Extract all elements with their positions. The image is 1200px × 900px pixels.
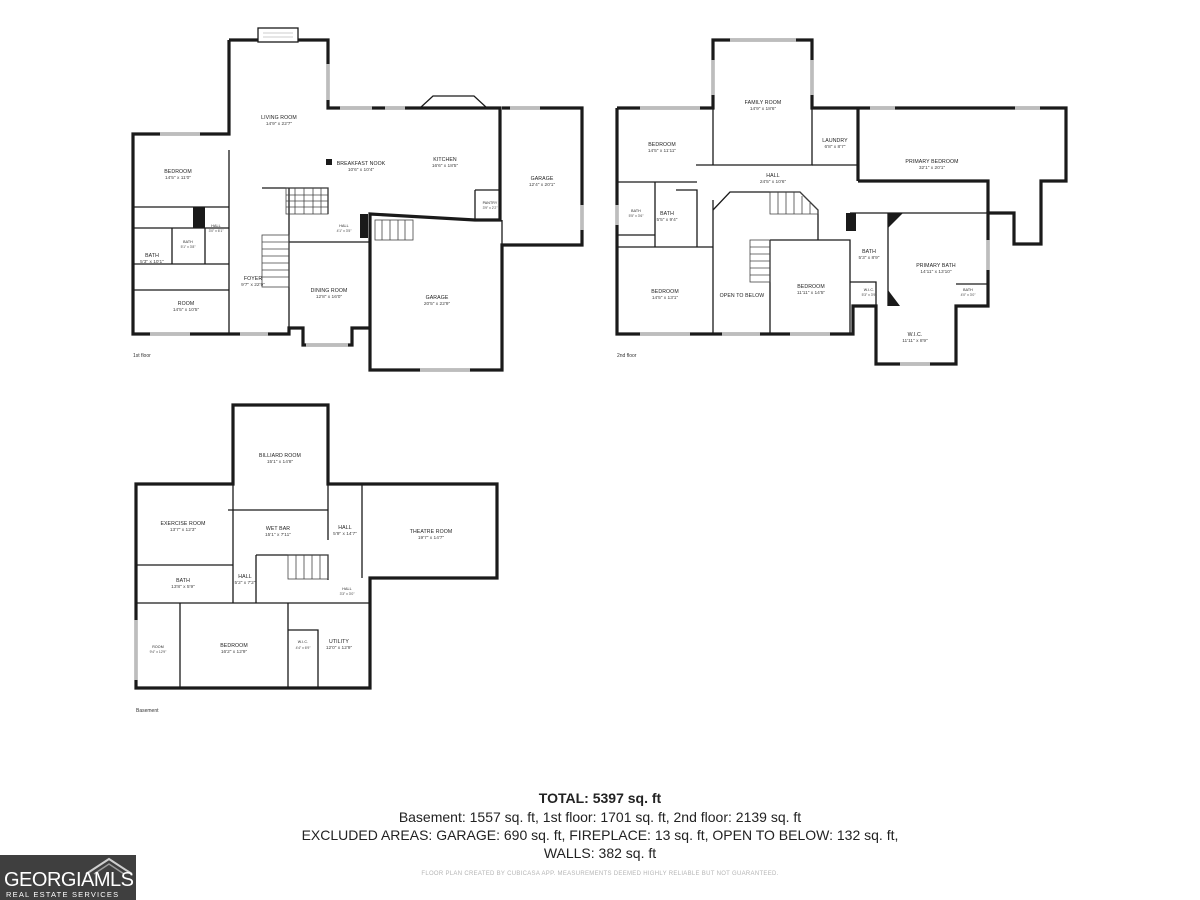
second-bath-b-name: BATH bbox=[660, 211, 674, 217]
excluded-areas: EXCLUDED AREAS: GARAGE: 690 sq. ft, FIRE… bbox=[301, 827, 899, 843]
primary-bedroom-dim: 32'1" x 20'1" bbox=[919, 165, 946, 171]
wet-bar-name: WET BAR bbox=[266, 526, 290, 532]
basement-bedroom-name: BEDROOM bbox=[220, 643, 248, 649]
georgia-mls-logo: GEORGIAMLS REAL ESTATE SERVICES bbox=[0, 855, 136, 900]
basement-label: Basement bbox=[136, 708, 159, 714]
laundry-name: LAUNDRY bbox=[822, 138, 848, 144]
first-bath-name: BATH bbox=[183, 240, 193, 244]
family-room-dim: 14'9" x 18'6" bbox=[750, 106, 777, 112]
wet-bar-dim: 15'1" x 7'11" bbox=[265, 532, 291, 538]
exercise-room-name: EXERCISE ROOM bbox=[160, 521, 205, 527]
basement-wic-dim: 4'4" x 6'9" bbox=[296, 646, 312, 650]
primary-bath-dim: 14'11" x 13'10" bbox=[920, 269, 952, 275]
logo-name: GEORGIAMLS bbox=[4, 869, 134, 891]
first-room-name: ROOM bbox=[178, 301, 195, 307]
floor-areas: Basement: 1557 sq. ft, 1st floor: 1701 s… bbox=[398, 809, 802, 825]
garage-small-dim: 12'4" x 20'1" bbox=[529, 182, 556, 188]
family-room-name: FAMILY ROOM bbox=[745, 100, 782, 106]
theatre-room-name: THEATRE ROOM bbox=[410, 529, 453, 535]
second-wic-small-name: W.I.C. bbox=[864, 288, 874, 292]
first-bedroom-dim: 14'5" x 11'0" bbox=[165, 175, 191, 181]
second-bedroom-a-name: BEDROOM bbox=[648, 142, 676, 148]
foyer-name: FOYER bbox=[244, 276, 263, 282]
second-bath-c-dim: 5'3" x 8'9" bbox=[859, 255, 880, 261]
logo-subtitle: REAL ESTATE SERVICES bbox=[6, 890, 120, 899]
second-hall-dim: 24'5" x 10'6" bbox=[760, 179, 787, 185]
second-bedroom-a-dim: 14'5" x 11'11" bbox=[648, 148, 677, 154]
first-hall-b-name: HALL bbox=[339, 224, 348, 228]
first-floor-plan: LIVING ROOM 14'9" x 22'7" BREAKFAST NOOK… bbox=[131, 27, 584, 372]
theatre-room-dim: 19'7" x 14'7" bbox=[418, 535, 445, 541]
first-bath-b-name: BATH bbox=[145, 253, 159, 259]
first-bedroom-name: BEDROOM bbox=[164, 169, 192, 175]
breakfast-nook-name: BREAKFAST NOOK bbox=[337, 161, 386, 167]
basement-bedroom-dim: 16'2" x 12'9" bbox=[221, 649, 248, 655]
basement-bath-dim: 13'8" x 5'9" bbox=[171, 584, 195, 590]
dining-room-name: DINING ROOM bbox=[311, 288, 348, 294]
basement-hall-b-name: HALL bbox=[238, 574, 251, 580]
second-floor-plan: FAMILY ROOM 14'9" x 18'6" BEDROOM 14'5" … bbox=[615, 38, 1068, 366]
exercise-room-dim: 13'7" x 12'3" bbox=[170, 527, 197, 533]
second-bath-a-name: BATH bbox=[631, 209, 641, 213]
open-to-below-name: OPEN TO BELOW bbox=[720, 293, 765, 299]
basement-hall-a-dim: 5'9" x 14'7" bbox=[333, 531, 357, 537]
first-room-dim: 14'5" x 10'5" bbox=[173, 307, 200, 313]
basement-room-dim: 9'4" x 12'9" bbox=[150, 650, 168, 654]
garage-small-name: GARAGE bbox=[531, 176, 554, 182]
second-floor-label: 2nd floor bbox=[617, 353, 637, 359]
first-bath-dim: 5'1" x 3'8" bbox=[181, 245, 197, 249]
second-bedroom-b-dim: 14'5" x 13'1" bbox=[652, 295, 679, 301]
basement-hall-c-name: HALL bbox=[342, 587, 351, 591]
first-hall-b-dim: 4'1" x 3'5" bbox=[337, 229, 353, 233]
second-hall-name: HALL bbox=[766, 173, 779, 179]
utility-dim: 12'0" x 12'9" bbox=[326, 645, 353, 651]
credit-note: FLOOR PLAN CREATED BY CUBICASA APP. MEAS… bbox=[421, 871, 779, 877]
utility-name: UTILITY bbox=[329, 639, 349, 645]
pantry-dim: 3'9" x 2'2" bbox=[483, 206, 499, 210]
breakfast-nook-dim: 10'6" x 10'4" bbox=[348, 167, 375, 173]
first-hall-a-dim: 3'0" x 6'1" bbox=[209, 229, 225, 233]
basement-bath-name: BATH bbox=[176, 578, 190, 584]
kitchen-dim: 16'6" x 18'5" bbox=[432, 163, 459, 169]
first-bath-b-dim: 5'3" x 10'1" bbox=[140, 259, 164, 265]
second-bath-c-name: BATH bbox=[862, 249, 876, 255]
second-wic-small-dim: 5'3" x 3'9" bbox=[862, 293, 878, 297]
basement-hall-c-dim: 3'3" x 3'0" bbox=[340, 592, 356, 596]
second-bedroom-c-name: BEDROOM bbox=[797, 284, 825, 290]
second-bath-d-name: BATH bbox=[963, 288, 973, 292]
total-area: TOTAL: 5397 sq. ft bbox=[538, 790, 662, 806]
basement-hall-b-dim: 5'2" x 7'2" bbox=[235, 580, 256, 586]
basement-plan: BILLIARD ROOM 15'1" x 14'8" EXERCISE ROO… bbox=[134, 403, 499, 714]
primary-bath-name: PRIMARY BATH bbox=[916, 263, 956, 269]
walls-area: WALLS: 382 sq. ft bbox=[543, 845, 657, 861]
second-bedroom-c-dim: 11'11" x 14'5" bbox=[797, 290, 826, 296]
second-bath-d-dim: 4'0" x 3'0" bbox=[961, 293, 977, 297]
billiard-room-name: BILLIARD ROOM bbox=[259, 453, 301, 459]
kitchen-name: KITCHEN bbox=[433, 157, 457, 163]
foyer-dim: 9'7" x 22'9" bbox=[241, 282, 265, 288]
dining-room-dim: 12'8" x 16'0" bbox=[316, 294, 343, 300]
area-totals: TOTAL: 5397 sq. ft Basement: 1557 sq. ft… bbox=[0, 788, 1200, 862]
living-room-dim: 14'9" x 22'7" bbox=[266, 121, 293, 127]
billiard-room-dim: 15'1" x 14'8" bbox=[267, 459, 294, 465]
garage-large-name: GARAGE bbox=[426, 295, 449, 301]
first-hall-a-name: HALL bbox=[211, 224, 220, 228]
first-floor-label: 1st floor bbox=[133, 353, 151, 359]
basement-hall-a-name: HALL bbox=[338, 525, 351, 531]
primary-bedroom-name: PRIMARY BEDROOM bbox=[905, 159, 958, 165]
second-bath-b-dim: 5'5" x 9'4" bbox=[657, 217, 678, 223]
garage-large-dim: 20'5" x 22'9" bbox=[424, 301, 451, 307]
second-wic-dim: 11'11" x 8'9" bbox=[902, 338, 928, 344]
floor-plan: LIVING ROOM 14'9" x 22'7" BREAKFAST NOOK… bbox=[131, 27, 1068, 714]
basement-wic-name: W.I.C. bbox=[298, 640, 308, 644]
second-bedroom-b-name: BEDROOM bbox=[651, 289, 679, 295]
pantry-name: PANTRY bbox=[483, 201, 498, 205]
basement-room-name: ROOM bbox=[152, 645, 164, 649]
second-wic-name: W.I.C. bbox=[908, 332, 923, 338]
second-bath-a-dim: 5'5" x 3'6" bbox=[629, 214, 645, 218]
house-roof-icon bbox=[85, 857, 133, 875]
laundry-dim: 6'8" x 8'7" bbox=[825, 144, 846, 150]
living-room-name: LIVING ROOM bbox=[261, 115, 297, 121]
